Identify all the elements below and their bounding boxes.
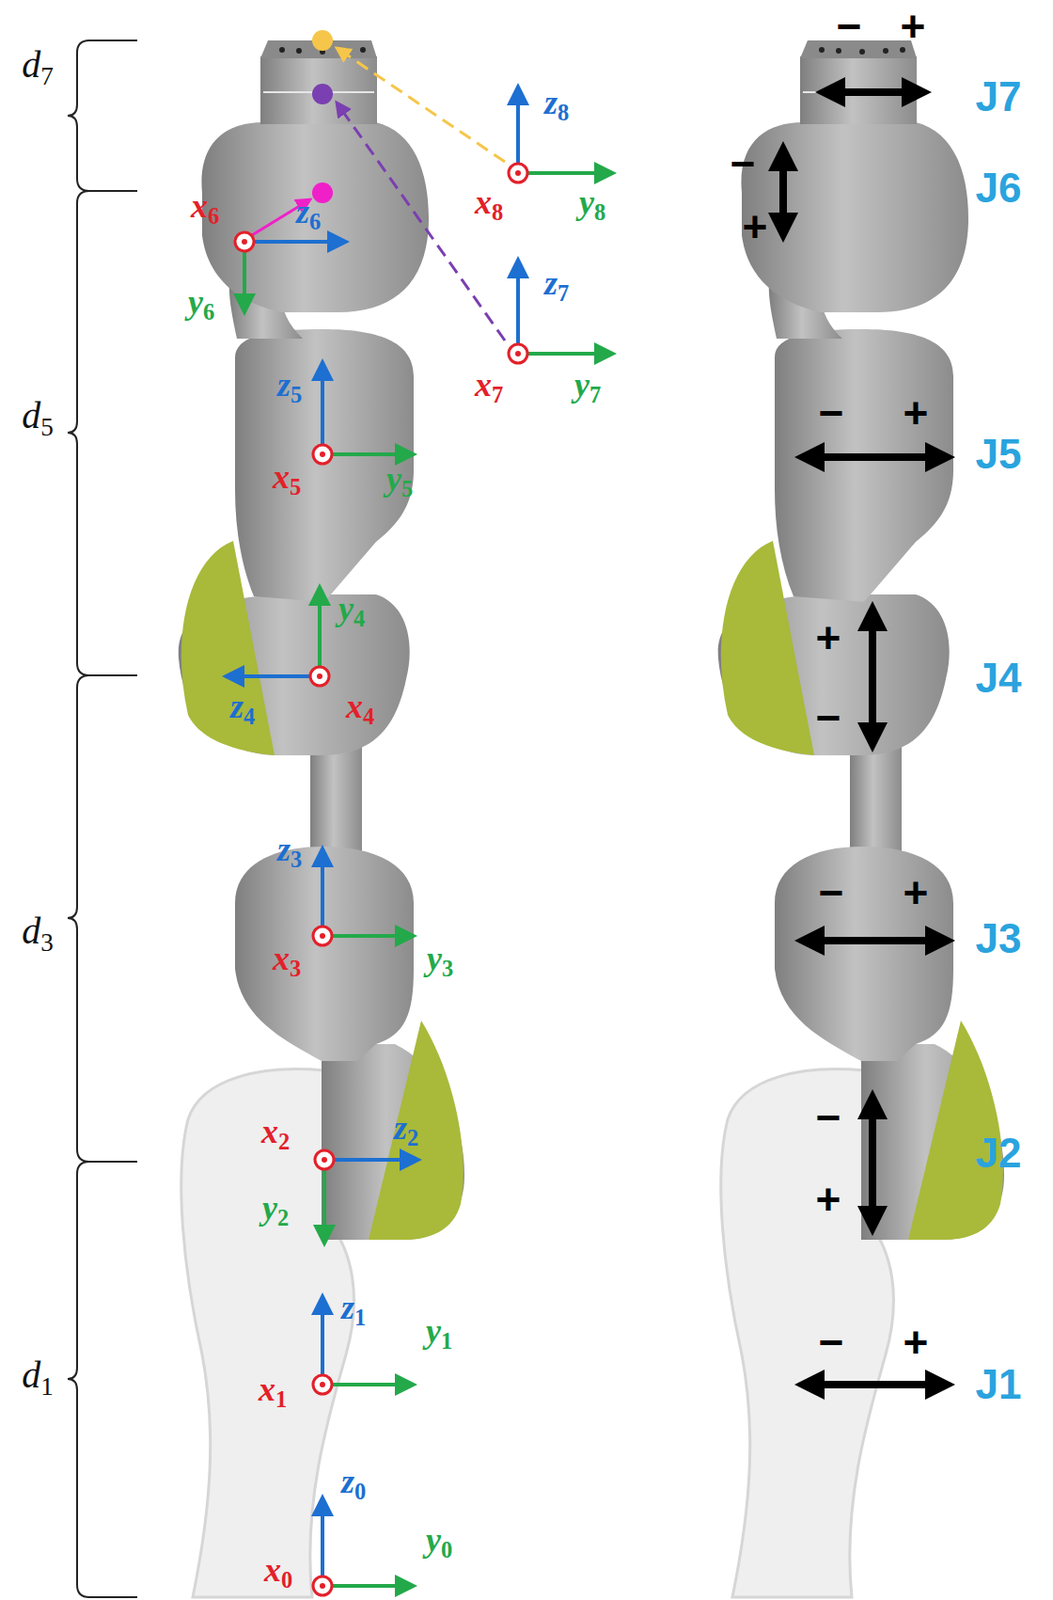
axis-label: x5 [272, 459, 301, 500]
direction-sign: − [730, 141, 756, 186]
direction-sign: + [903, 870, 929, 914]
axis-label: y0 [425, 1522, 453, 1562]
axis-label: z5 [277, 367, 302, 408]
axis-label: x6 [190, 188, 220, 229]
direction-sign: − [816, 695, 842, 739]
axis-label: y5 [386, 461, 413, 502]
dimension-label: d3 [21, 911, 54, 956]
direction-sign: + [816, 1177, 842, 1221]
axis-label: y2 [262, 1190, 289, 1230]
axis-label: x4 [345, 689, 375, 729]
joint-label: J6 [975, 167, 1022, 209]
axis-label: z4 [230, 689, 255, 729]
dimension-label: d5 [21, 396, 54, 441]
axis-label: y3 [426, 941, 454, 981]
axis-label: x7 [474, 367, 503, 408]
direction-sign: + [900, 4, 927, 48]
direction-sign: − [818, 391, 845, 435]
axis-label: z0 [341, 1463, 366, 1504]
joint-label: J1 [975, 1363, 1022, 1405]
axis-label: x2 [261, 1114, 290, 1154]
axis-label: z6 [296, 194, 321, 235]
direction-sign: + [742, 204, 769, 249]
joint-label: J5 [975, 433, 1022, 475]
direction-sign: + [816, 615, 842, 660]
axis-label: y1 [425, 1313, 453, 1353]
direction-sign: + [903, 1320, 929, 1364]
axis-label: y7 [574, 367, 601, 408]
joint-label: J2 [975, 1131, 1022, 1174]
axis-label: z2 [393, 1110, 419, 1150]
direction-sign: − [818, 870, 845, 914]
direction-sign: − [816, 1095, 842, 1139]
joint-label: J7 [975, 76, 1022, 118]
direction-sign: − [818, 1320, 845, 1364]
axis-label: y4 [338, 591, 365, 631]
direction-sign: − [836, 4, 863, 48]
axis-label: x0 [264, 1552, 293, 1592]
dimension-label: d7 [21, 46, 54, 90]
axis-label: x8 [474, 185, 503, 225]
axis-label: x3 [272, 941, 301, 981]
joint-label: J4 [975, 657, 1022, 699]
axis-label: z8 [544, 85, 569, 126]
axis-label: y8 [579, 185, 606, 225]
axis-label: z3 [277, 832, 302, 872]
dimension-label: d1 [21, 1355, 54, 1399]
joint-label: J3 [975, 917, 1022, 959]
axis-label: x1 [258, 1371, 287, 1412]
axis-label: z1 [341, 1289, 366, 1330]
direction-sign: + [903, 391, 929, 435]
axis-label: z7 [544, 266, 569, 306]
axis-label: y6 [188, 284, 215, 325]
